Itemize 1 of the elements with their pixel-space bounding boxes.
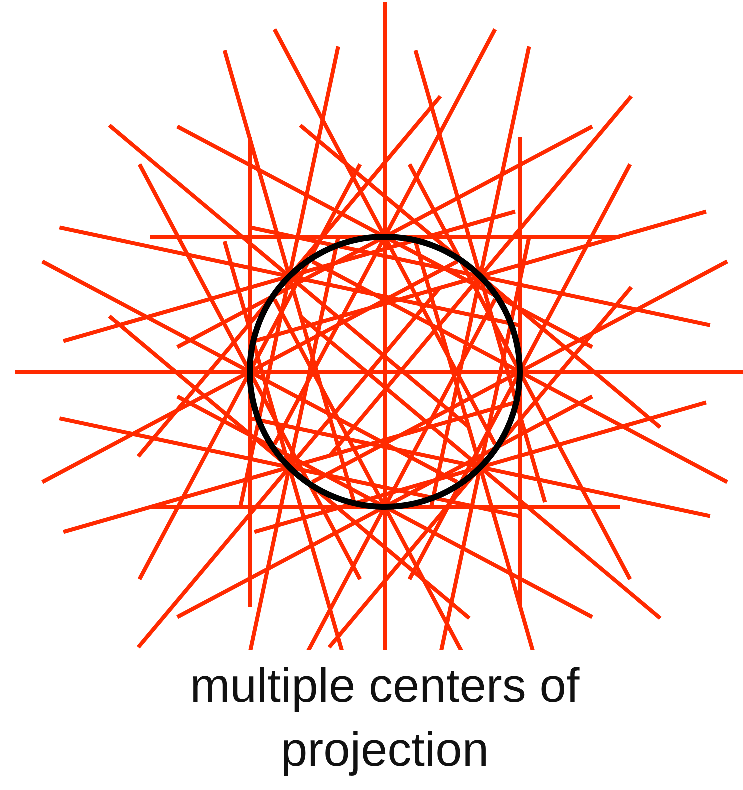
caption: multiple centers of projection — [189, 659, 581, 779]
